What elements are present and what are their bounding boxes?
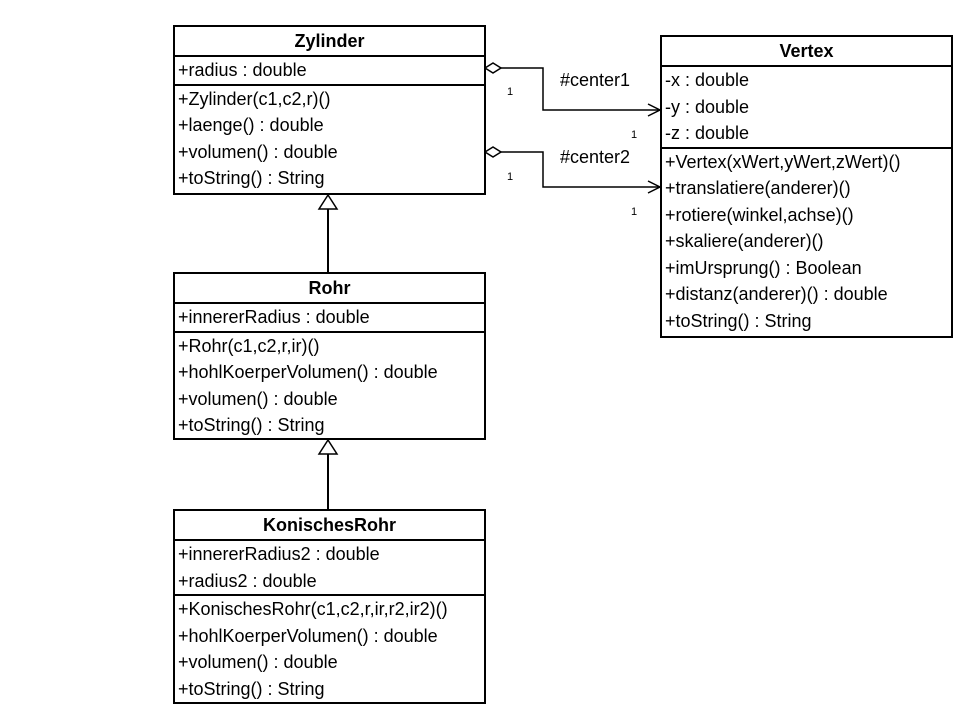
attribute: +radius2 : double [178, 570, 317, 591]
method: +Rohr(c1,c2,r,ir)() [178, 335, 320, 356]
method: +Vertex(xWert,yWert,zWert)() [665, 151, 901, 172]
methods-section: +KonischesRohr(c1,c2,r,ir,r2,ir2)() +hoh… [175, 596, 484, 702]
method: +toString() : String [665, 310, 812, 331]
method: +KonischesRohr(c1,c2,r,ir,r2,ir2)() [178, 599, 448, 619]
attribute: -x : double [665, 70, 750, 90]
attribute: -z : double [665, 123, 750, 143]
multiplicity-source-center2: 1 [507, 171, 514, 183]
generalization-rohr-zylinder [317, 193, 339, 272]
method: +toString() : String [178, 168, 325, 188]
inheritance-triangle-zylinder [317, 193, 339, 210]
method: +skaliere(anderer)() [665, 231, 824, 251]
class-rohr[interactable]: Rohr +innererRadius : double +Rohr(c1,c2… [173, 272, 486, 440]
method: +toString() : String [178, 415, 325, 435]
method: +hohlKoerperVolumen() : double [178, 625, 438, 646]
multiplicity-target-center2: 1 [631, 206, 638, 218]
methods-section: +Vertex(xWert,yWert,zWert)() +translatie… [662, 149, 951, 335]
role-label-center2: #center2 [560, 147, 631, 167]
class-konisches-rohr[interactable]: KonischesRohr +innererRadius2 : double +… [173, 509, 486, 704]
multiplicity-source-center1: 1 [507, 86, 514, 98]
method: +volumen() : double [178, 652, 338, 672]
method: +translatiere(anderer)() [665, 178, 851, 198]
arrowhead-center2 [647, 180, 662, 194]
method: +toString() : String [178, 678, 325, 699]
attributes-section: +innererRadius2 : double +radius2 : doub… [175, 541, 484, 596]
class-vertex[interactable]: Vertex -x : double -y : double -z : doub… [660, 35, 953, 338]
method: +distanz(anderer)() : double [665, 284, 888, 304]
aggregation-diamond-center2 [483, 146, 503, 158]
multiplicity-target-center1: 1 [631, 129, 638, 141]
class-name: KonischesRohr [175, 511, 484, 541]
inheritance-triangle-rohr [317, 438, 339, 455]
method: +Zylinder(c1,c2,r)() [178, 88, 331, 109]
class-name: Vertex [662, 37, 951, 67]
method: +volumen() : double [178, 388, 338, 409]
method: +imUrsprung() : Boolean [665, 257, 862, 278]
methods-section: +Rohr(c1,c2,r,ir)() +hohlKoerperVolumen(… [175, 333, 484, 439]
method: +volumen() : double [178, 141, 338, 162]
method: +laenge() : double [178, 115, 324, 135]
attribute: +radius : double [178, 60, 307, 80]
attribute: -y : double [665, 96, 750, 117]
class-zylinder[interactable]: Zylinder +radius : double +Zylinder(c1,c… [173, 25, 486, 195]
attribute: +innererRadius2 : double [178, 544, 380, 564]
method: +rotiere(winkel,achse)() [665, 204, 854, 225]
attributes-section: -x : double -y : double -z : double [662, 67, 951, 149]
class-name: Rohr [175, 274, 484, 304]
role-label-center1: #center1 [560, 70, 631, 90]
attributes-section: +innererRadius : double [175, 304, 484, 333]
arrowhead-center1 [647, 103, 662, 117]
method: +hohlKoerperVolumen() : double [178, 362, 438, 382]
attributes-section: +radius : double [175, 57, 484, 86]
generalization-konischesrohr-rohr [317, 438, 339, 509]
attribute: +innererRadius : double [178, 307, 370, 327]
methods-section: +Zylinder(c1,c2,r)() +laenge() : double … [175, 86, 484, 192]
aggregation-diamond-center1 [483, 62, 503, 74]
class-name: Zylinder [175, 27, 484, 57]
